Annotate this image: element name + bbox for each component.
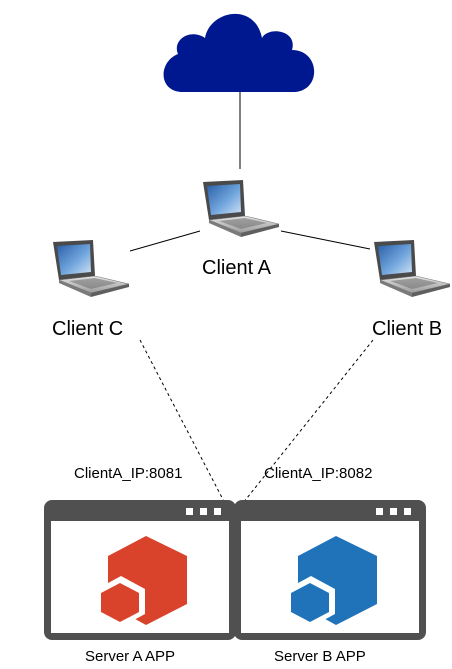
window-dot xyxy=(200,508,207,515)
server-b-app-icon xyxy=(287,536,377,627)
server-b-window xyxy=(234,500,426,640)
client-a-laptop-icon xyxy=(202,179,280,238)
client-b-label: Client B xyxy=(372,318,443,340)
window-dot xyxy=(390,508,397,515)
client-c-laptop-icon xyxy=(52,239,130,298)
client-b-laptop-icon xyxy=(373,239,451,298)
edge-client-a-client-b xyxy=(280,230,371,250)
server-a-port-label: ClientA_IP:8081 xyxy=(74,465,183,482)
edge-client-a-client-c xyxy=(129,230,201,252)
client-a-label: Client A xyxy=(202,257,271,279)
window-dot xyxy=(186,508,193,515)
cloud-icon xyxy=(163,13,315,93)
window-dot xyxy=(404,508,411,515)
server-a-window xyxy=(44,500,236,640)
client-c-label: Client C xyxy=(52,318,124,340)
server-a-app-icon xyxy=(97,536,187,627)
window-dot xyxy=(214,508,221,515)
server-b-label: Server B APP xyxy=(274,648,366,665)
edge-client-c-server-a xyxy=(139,339,231,514)
server-b-port-label: ClientA_IP:8082 xyxy=(264,465,373,482)
edge-client-b-server-b xyxy=(234,339,374,514)
server-a-label: Server A APP xyxy=(85,648,176,665)
window-dot xyxy=(376,508,383,515)
